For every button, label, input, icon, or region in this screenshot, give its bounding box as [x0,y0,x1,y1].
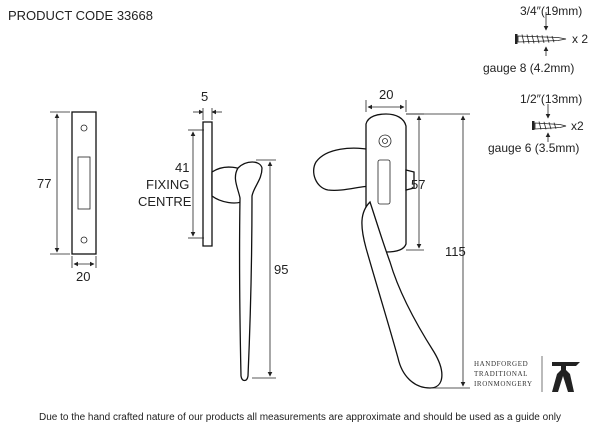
footer-disclaimer: Due to the hand crafted nature of our pr… [39,412,561,423]
brand-logo [541,356,580,392]
screw-large [515,12,567,56]
screw-small-gauge: gauge 6 (3.5mm) [488,141,579,155]
handle-width-label: 20 [379,87,393,102]
fixing-centre-label-2: CENTRE [138,194,192,209]
screw-small [532,104,567,142]
keep-drawing [50,111,97,268]
handle-front-view [313,100,470,389]
handle-length-front-label: 115 [445,244,466,259]
keep-width-label: 20 [76,269,90,284]
screw-small-qty: x2 [571,119,584,133]
screw-large-size: 3/4″(19mm) [520,4,582,18]
screw-large-qty: x 2 [572,32,588,46]
keep-height-label: 77 [37,176,51,191]
screw-small-size: 1/2″(13mm) [520,92,582,106]
screw-large-gauge: gauge 8 (4.2mm) [483,61,574,75]
product-code: PRODUCT CODE 33668 [8,8,153,23]
handle-side-view [188,108,276,382]
handle-length-side-label: 95 [274,262,288,277]
plate-height-label: 57 [411,177,425,192]
brand-line-2: TRADITIONAL [474,370,528,378]
fixing-centre-label-1: FIXING [146,177,189,192]
fixing-centre-value: 41 [175,160,189,175]
plate-thickness-label: 5 [201,89,208,104]
brand-line-1: HANDFORGED [474,360,528,368]
brand-line-3: IRONMONGERY [474,380,533,388]
